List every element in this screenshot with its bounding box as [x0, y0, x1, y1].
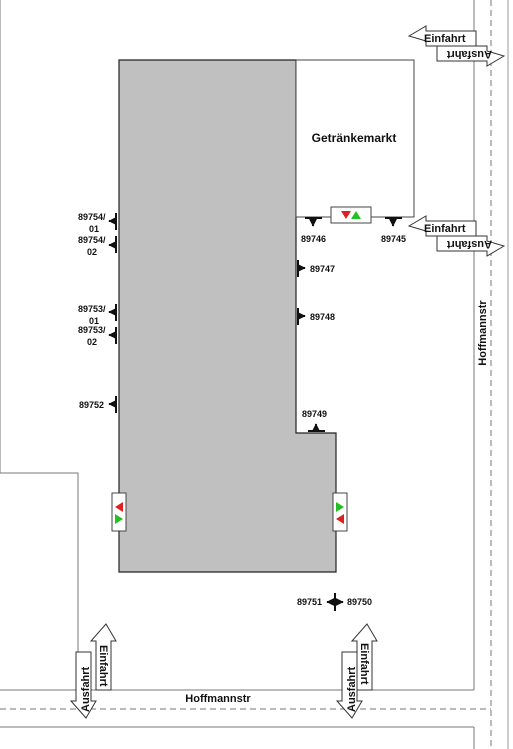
door-label-89753-01a: 89753/ — [78, 304, 106, 314]
ramp-right-lower: Einfahrt Ausfahrt — [407, 215, 506, 257]
door-label-89745: 89745 — [381, 234, 406, 244]
beverage-market-annex — [295, 59, 415, 218]
door-labels: 89754/ 01 89754/ 02 89753/ 01 89753/ 02 … — [78, 212, 406, 607]
door-label-89750: 89750 — [347, 597, 372, 607]
door-label-89747: 89747 — [310, 264, 335, 274]
ramp-right-top: Einfahrt Ausfahrt — [407, 25, 506, 67]
ramp-bottom-left-exit-text: Ausfahrt — [80, 666, 92, 712]
ramp-right-top-exit-text: Ausfahrt — [446, 48, 492, 60]
ramp-bottom-right-exit-text: Ausfahrt — [346, 666, 358, 712]
traffic-signal-right — [332, 492, 348, 532]
door-label-89754-01a: 89754/ — [78, 212, 106, 222]
street-label-right: Hoffmannstr — [477, 300, 489, 366]
door-label-89754-02a: 89754/ — [78, 235, 106, 245]
door-label-89752: 89752 — [79, 400, 104, 410]
door-markers — [108, 213, 402, 611]
door-label-89753-02b: 02 — [87, 337, 97, 347]
ramp-bottom-left: Einfahrt Ausfahrt — [69, 623, 117, 719]
ramp-right-top-entry-text: Einfahrt — [424, 33, 466, 45]
ramp-right-lower-exit-text: Ausfahrt — [446, 238, 492, 250]
street-label-bottom: Hoffmannstr — [185, 693, 251, 705]
ramp-right-lower-entry-text: Einfahrt — [424, 223, 466, 235]
ramp-bottom-right: Einfahrt Ausfahrt — [335, 623, 378, 719]
door-label-89748: 89748 — [310, 312, 335, 322]
door-label-89749: 89749 — [302, 409, 327, 419]
door-label-89754-02b: 02 — [87, 247, 97, 257]
door-label-89751: 89751 — [297, 597, 322, 607]
beverage-market-label: Getränkemarkt — [312, 131, 397, 145]
door-label-89746: 89746 — [301, 234, 326, 244]
ramp-bottom-left-entry-text: Einfahrt — [97, 645, 109, 687]
door-label-89753-01b: 01 — [89, 316, 99, 326]
traffic-signal-top — [330, 206, 372, 224]
door-label-89754-01b: 01 — [89, 224, 99, 234]
traffic-signal-left — [111, 492, 127, 532]
ramp-bottom-right-entry-text: Einfahrt — [358, 643, 370, 685]
door-label-89753-02a: 89753/ — [78, 325, 106, 335]
